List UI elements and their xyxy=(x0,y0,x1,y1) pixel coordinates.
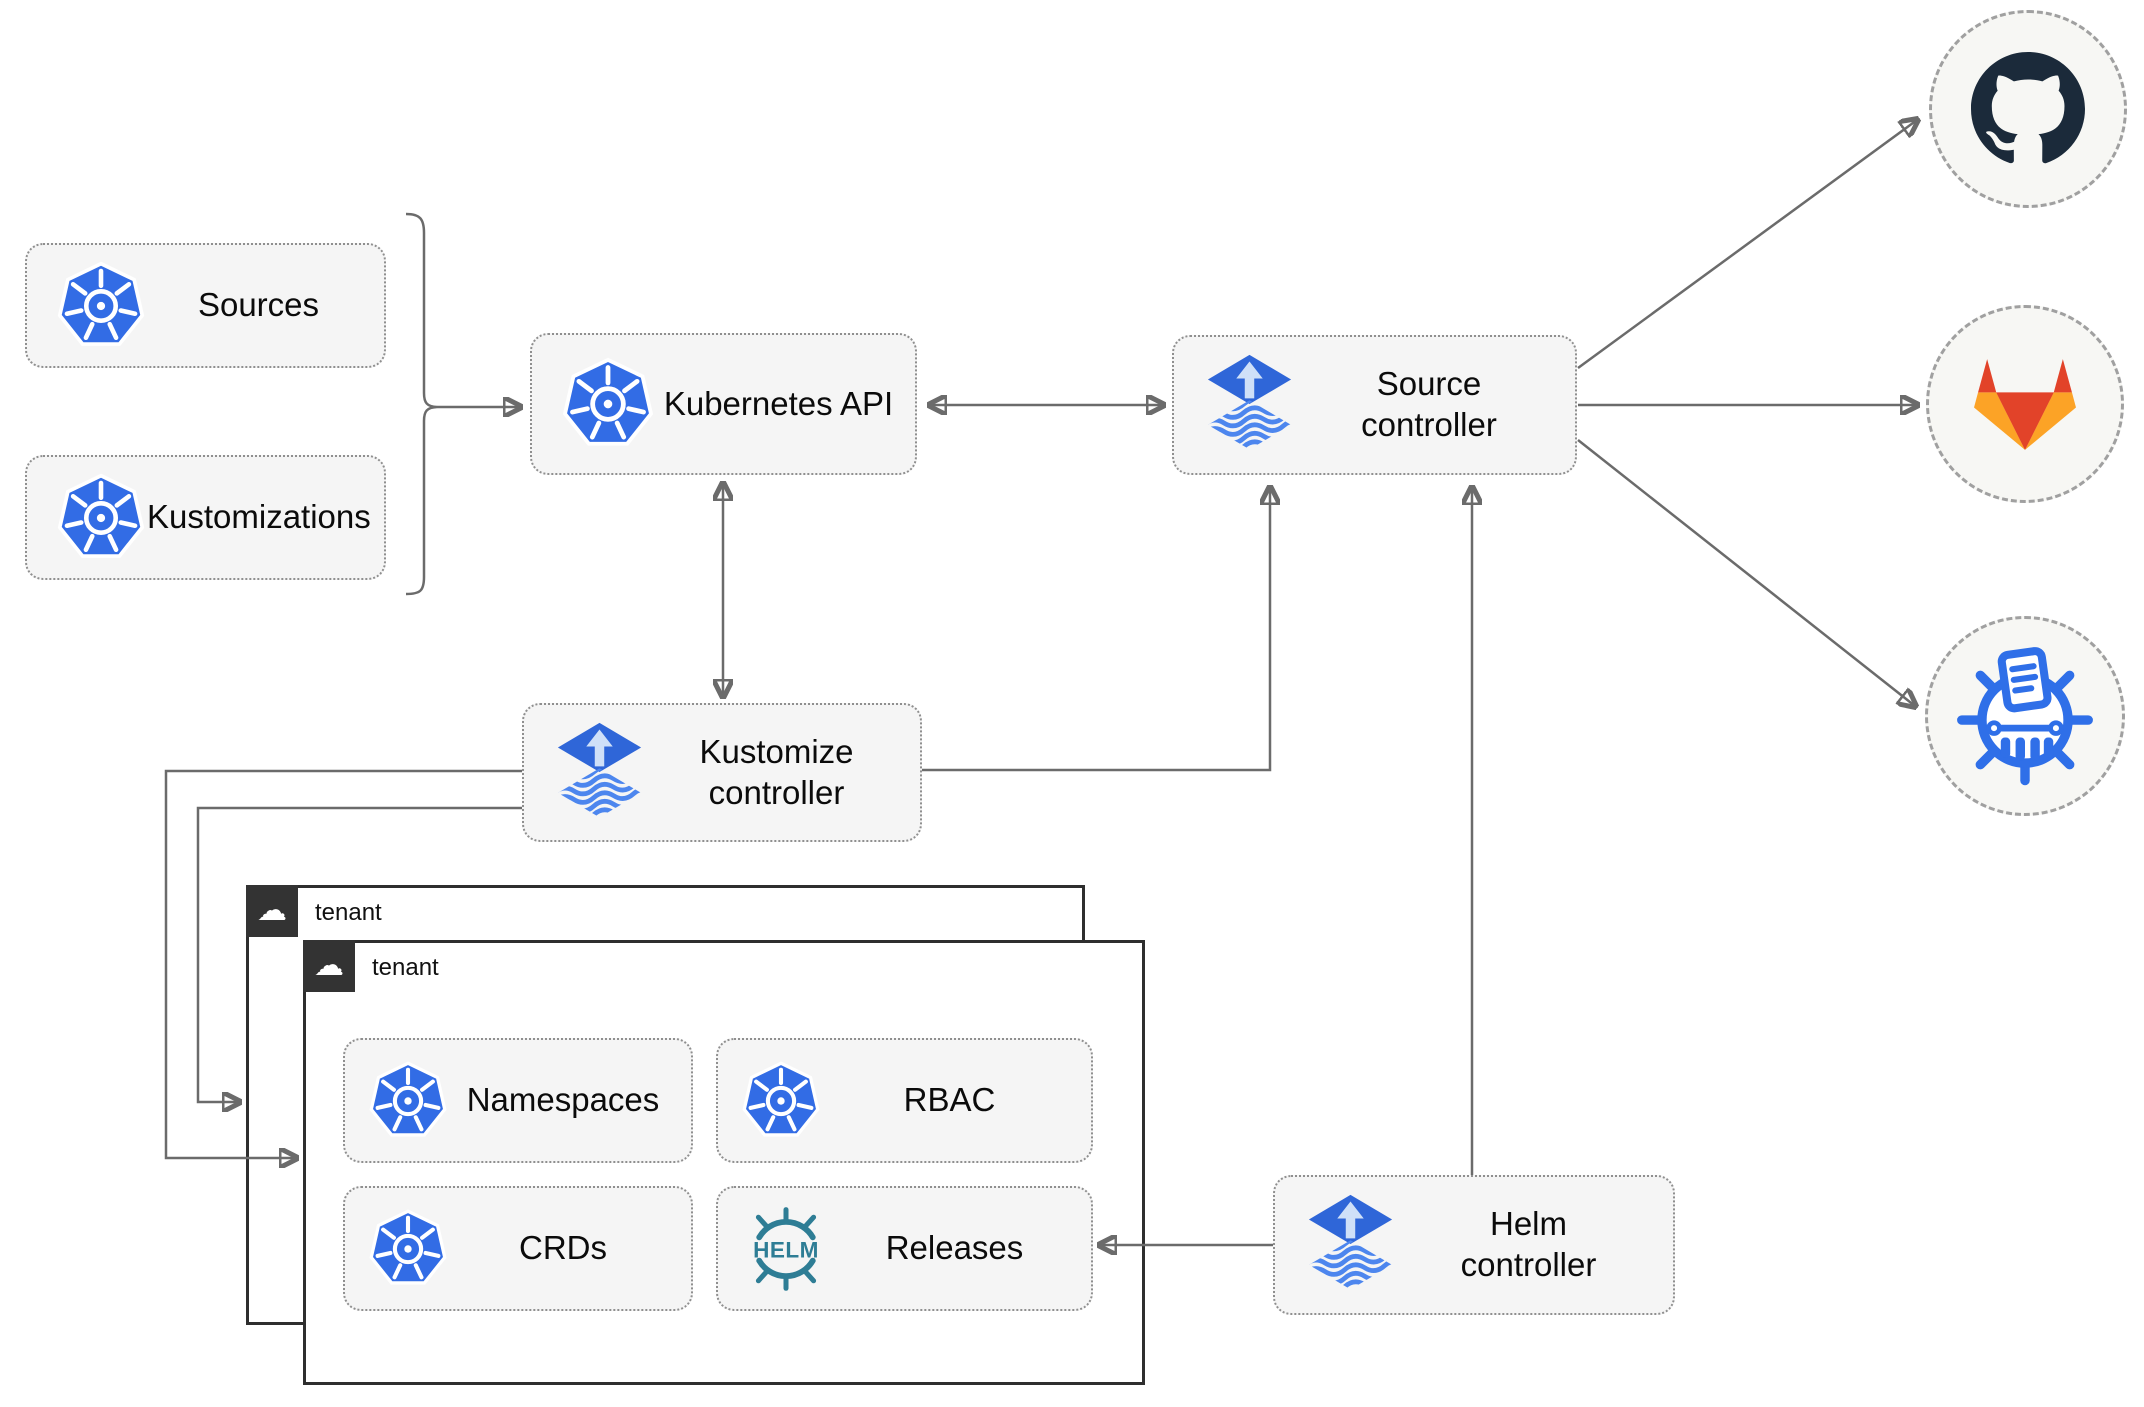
label-line2: controller xyxy=(1460,1246,1597,1283)
endpoint-github xyxy=(1929,10,2127,208)
node-rbac-label: RBAC xyxy=(903,1081,996,1119)
node-kubernetes-api: Kubernetes API xyxy=(530,333,917,475)
node-kustomize-controller: Kustomize controller xyxy=(522,703,922,842)
node-sources: Sources xyxy=(25,243,386,368)
cloud-icon: ☁ xyxy=(314,948,344,983)
node-helm-controller-label: Helm controller xyxy=(1398,1204,1673,1286)
node-source-controller-label: Source controller xyxy=(1297,364,1575,446)
label-line2: controller xyxy=(1361,406,1497,443)
gitlab-icon xyxy=(1972,355,2078,453)
label-line2: controller xyxy=(708,773,845,811)
cloud-icon: ☁ xyxy=(257,893,287,928)
helm-icon: HELM xyxy=(753,1199,819,1299)
kubernetes-icon xyxy=(740,1058,822,1144)
kubernetes-icon xyxy=(560,354,656,454)
node-crds-label: CRDs xyxy=(519,1229,607,1267)
node-releases-label: Releases xyxy=(885,1229,1024,1267)
group-tenant-front: ☁ tenant Namespaces RBAC CRDs HELM Relea… xyxy=(303,940,1145,1385)
kubernetes-icon xyxy=(55,470,147,566)
kubernetes-icon xyxy=(367,1206,449,1292)
arrow-source-controller-to-github xyxy=(1577,120,1917,370)
arrow-kustomize-controller-to-source-controller xyxy=(922,488,1270,772)
node-kustomize-controller-label: Kustomize controller xyxy=(647,732,920,814)
tenant-label: tenant xyxy=(372,954,439,981)
node-sources-label: Sources xyxy=(197,286,320,324)
flux-icon xyxy=(1303,1193,1398,1297)
node-rbac: RBAC xyxy=(716,1038,1093,1163)
node-source-controller: Source controller xyxy=(1172,335,1577,475)
flux-icon xyxy=(552,721,647,825)
label-line1: Source xyxy=(1376,365,1482,403)
brace-resources-group xyxy=(405,212,438,596)
chartmuseum-icon xyxy=(1951,642,2099,790)
node-kubernetes-api-label: Kubernetes API xyxy=(663,384,894,422)
node-namespaces-label: Namespaces xyxy=(466,1081,660,1119)
arrow-source-controller-to-chartmuseum xyxy=(1577,439,1915,706)
label-line1: Kustomize xyxy=(699,732,854,770)
node-namespaces: Namespaces xyxy=(343,1038,693,1163)
endpoint-gitlab xyxy=(1926,305,2124,503)
flux-icon xyxy=(1202,353,1297,457)
node-kustomizations-label: Kustomizations xyxy=(147,498,371,536)
endpoint-chartmuseum xyxy=(1925,616,2125,816)
node-kustomizations: Kustomizations xyxy=(25,455,386,580)
helm-icon-text: HELM xyxy=(753,1237,819,1262)
node-helm-controller: Helm controller xyxy=(1273,1175,1675,1315)
tenant-header: ☁ xyxy=(303,940,355,992)
tenant-label: tenant xyxy=(315,899,382,926)
node-crds: CRDs xyxy=(343,1186,693,1311)
tenant-header: ☁ xyxy=(246,885,298,937)
label-line1: Helm xyxy=(1489,1205,1567,1243)
node-releases: HELM Releases xyxy=(716,1186,1093,1311)
kubernetes-icon xyxy=(55,258,147,354)
github-icon xyxy=(1971,52,2085,166)
kubernetes-icon xyxy=(367,1058,449,1144)
